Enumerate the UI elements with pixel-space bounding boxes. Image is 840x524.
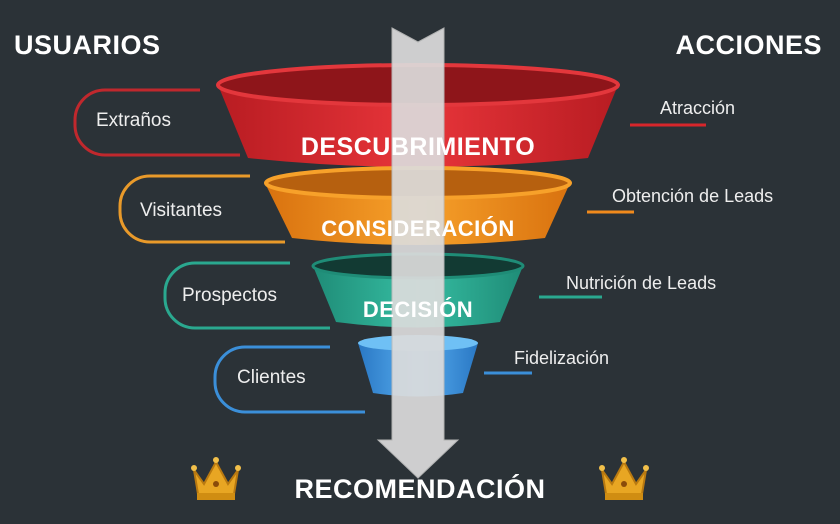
stage-label-2: CONSIDERACIÓN (321, 216, 515, 241)
users-header: USUARIOS (14, 30, 161, 60)
actions-header: ACCIONES (675, 30, 822, 60)
user-bracket-2 (118, 174, 285, 244)
user-bracket-1 (73, 88, 240, 157)
user-label-3: Prospectos (182, 285, 278, 306)
user-label-2: Visitantes (140, 200, 223, 221)
action-label-3: Nutrición de Leads (566, 273, 717, 293)
recommendation-title: RECOMENDACIÓN (294, 474, 546, 504)
action-label-1: Atracción (660, 98, 736, 118)
stage-label-3: DECISIÓN (362, 297, 474, 322)
action-label-2: Obtención de Leads (612, 186, 774, 206)
user-bracket-4 (213, 345, 365, 414)
crown-icon (599, 457, 649, 500)
action-label-4: Fidelización (514, 348, 610, 368)
user-label-1: Extraños (96, 110, 171, 131)
user-label-4: Clientes (237, 367, 306, 388)
stage-label-1: DESCUBRIMIENTO (300, 133, 536, 161)
down-arrow (376, 27, 460, 479)
crown-icon (191, 457, 241, 500)
user-bracket-3 (163, 261, 330, 330)
